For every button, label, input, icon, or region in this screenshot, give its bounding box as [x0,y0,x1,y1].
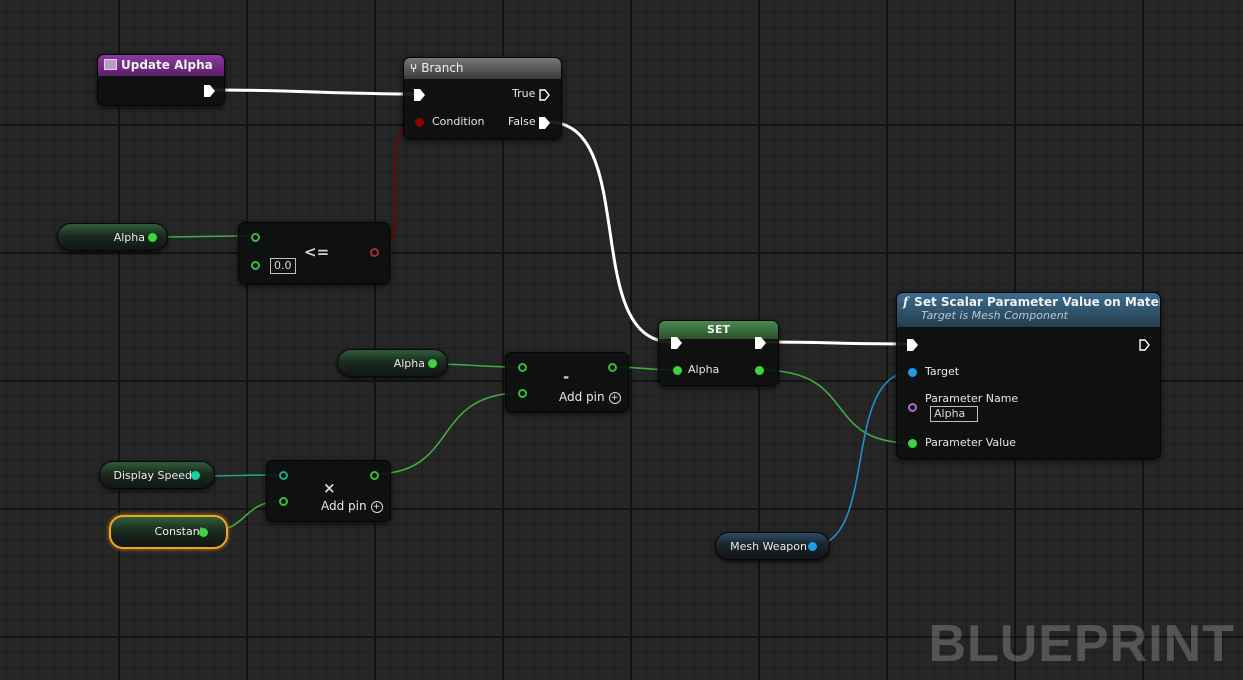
set-exec-in-pin[interactable] [671,337,682,349]
set-alpha-output-pin[interactable] [755,366,764,375]
function-node-header: f Set Scalar Parameter Value on Materials… [897,293,1160,327]
alpha-variable-node[interactable]: Alpha [57,223,168,251]
false-exec-out-pin[interactable] [539,117,550,129]
branch-node-header: ⑂Branch [404,58,561,79]
parameter-name-pin[interactable] [908,403,917,412]
constant-variable-node[interactable]: Constant [109,515,228,549]
update-alpha-event-node[interactable]: Update Alpha [97,54,225,106]
set-node-header: SET [659,321,778,339]
false-label: False [508,115,536,128]
multiply-operator-label: × [323,479,336,497]
alpha-variable-node-2[interactable]: Alpha [337,349,448,377]
subtract-input-a-pin[interactable] [518,363,527,372]
multiply-node[interactable]: × Add pin+ [266,460,391,522]
mesh-weapon-label: Mesh Weapon [730,540,807,553]
alpha-output-pin-2[interactable] [428,359,437,368]
display-speed-output-pin[interactable] [191,471,200,480]
true-exec-out-pin[interactable] [539,89,550,101]
subtract-input-b-pin[interactable] [518,389,527,398]
event-icon [104,59,117,70]
object-wire-mesh-to-target[interactable] [810,371,913,547]
constant-label: Constant [154,525,204,538]
event-title: Update Alpha [121,58,213,72]
alpha-output-pin[interactable] [148,233,157,242]
parameter-name-field[interactable]: Alpha [930,406,978,422]
parameter-value-pin[interactable] [908,439,917,448]
subtract-node[interactable]: - Add pin+ [505,352,629,412]
alpha-variable-label-2: Alpha [393,357,425,370]
function-icon: f [903,295,909,309]
subtract-output-pin[interactable] [608,363,617,372]
subtract-operator-label: - [563,368,570,386]
multiply-input-a-pin[interactable] [279,471,288,480]
less-equal-compare-node[interactable]: 0.0 <= [238,222,390,284]
exec-wire-false-to-set[interactable] [547,120,673,344]
add-pin-icon: + [370,500,383,513]
branch-icon: ⑂ [410,61,418,75]
target-pin[interactable] [908,368,917,377]
set-scalar-parameter-node[interactable]: f Set Scalar Parameter Value on Materials… [896,292,1161,459]
compare-input-a-pin[interactable] [251,233,260,242]
parameter-value-label: Parameter Value [925,436,1016,449]
set-title: SET [707,323,730,336]
compare-operator-label: <= [304,243,330,261]
event-node-header: Update Alpha [98,55,224,76]
blueprint-watermark: BLUEPRINT [928,615,1235,673]
subtract-add-pin-label: Add pin [559,390,605,404]
compare-input-b-pin[interactable] [251,261,260,270]
parameter-name-label: Parameter Name [925,392,1019,405]
compare-literal-field[interactable]: 0.0 [270,258,296,274]
set-exec-out-pin[interactable] [755,337,766,349]
compare-output-pin[interactable] [370,248,379,257]
set-alpha-input-pin[interactable] [673,366,682,375]
exec-out-pin[interactable] [204,85,215,97]
display-speed-label: Display Speed [113,469,192,482]
exec-wire-event-to-branch[interactable] [211,88,417,96]
function-subtitle: Target is Mesh Component [921,309,1068,322]
function-title: Set Scalar Parameter Value on Materials [914,295,1160,309]
multiply-add-pin-label: Add pin [321,499,367,513]
condition-label: Condition [432,115,485,128]
display-speed-variable-node[interactable]: Display Speed [99,461,215,489]
target-label: Target [925,365,960,378]
set-alpha-node[interactable]: SET Alpha [658,320,779,386]
constant-output-pin[interactable] [199,528,208,537]
function-exec-in-pin[interactable] [907,339,918,351]
exec-in-pin[interactable] [414,89,425,101]
add-pin-icon: + [608,391,621,404]
branch-node[interactable]: ⑂Branch True Condition False [403,57,562,139]
true-label: True [512,87,536,100]
mesh-weapon-variable-node[interactable]: Mesh Weapon [715,532,830,560]
multiply-output-pin[interactable] [370,471,379,480]
function-exec-out-pin[interactable] [1139,339,1150,351]
condition-pin[interactable] [415,118,424,127]
subtract-add-pin-button[interactable]: Add pin+ [559,390,621,404]
multiply-input-b-pin[interactable] [279,497,288,506]
float-wire-set-to-param-value[interactable] [759,369,913,444]
alpha-variable-label: Alpha [113,231,145,244]
float-wire-multiply-to-subtract[interactable] [373,392,522,475]
mesh-weapon-output-pin[interactable] [808,542,817,551]
exec-wire-set-to-function[interactable] [763,340,909,346]
set-alpha-label: Alpha [688,363,720,376]
branch-title: Branch [421,61,464,75]
multiply-add-pin-button[interactable]: Add pin+ [321,499,383,513]
